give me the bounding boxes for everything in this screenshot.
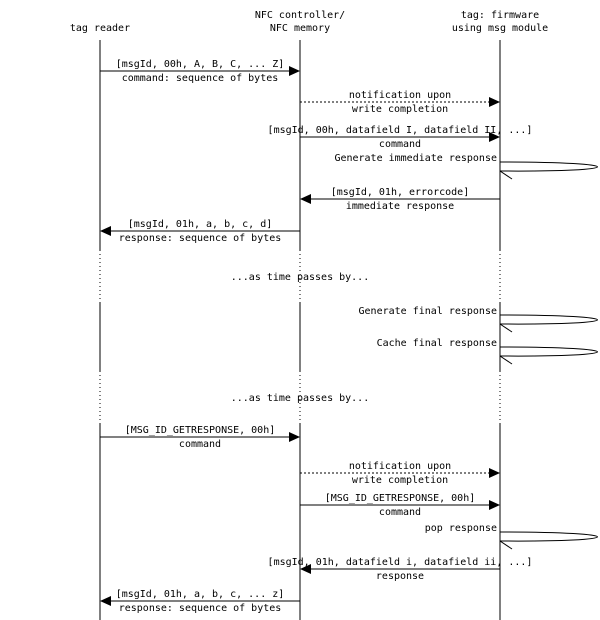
self-message-loop bbox=[499, 314, 598, 325]
self-message: Cache final response bbox=[377, 338, 598, 365]
arrowhead-icon bbox=[489, 97, 500, 107]
message-nfc-to-firmware: [msgId, 00h, datafield I, datafield II, … bbox=[268, 125, 533, 150]
message-label-above: notification upon bbox=[349, 90, 451, 101]
message-label-below: response bbox=[376, 571, 424, 582]
participant-firmware: tag: firmware using msg module bbox=[452, 10, 548, 34]
message-label-below: write completion bbox=[352, 475, 448, 486]
participants-group: tag reader NFC controller/NFC memory tag: … bbox=[70, 10, 548, 34]
self-message: Generate final response bbox=[359, 306, 598, 333]
message-firmware-to-nfc: [msgId, 01h, datafield i, datafield ii, … bbox=[268, 557, 533, 582]
message-nfc-to-reader: [msgId, 01h, a, b, c, ... z] response: se… bbox=[100, 589, 300, 614]
self-message-label: pop response bbox=[425, 523, 497, 534]
message-label-above: [msgId, 01h, errorcode] bbox=[331, 187, 469, 198]
self-message-loop bbox=[499, 161, 598, 172]
message-nfc-to-firmware: [MSG_ID_GETRESPONSE, 00h] command bbox=[300, 493, 500, 518]
self-message: Generate immediate response bbox=[334, 153, 598, 180]
self-message-arrow bbox=[499, 540, 513, 550]
time-divider-label: ...as time passes by... bbox=[231, 272, 369, 283]
arrowhead-icon bbox=[300, 194, 311, 204]
message-label-below: command bbox=[179, 439, 221, 450]
message-label-below: response: sequence of bytes bbox=[119, 233, 282, 244]
message-label-above: notification upon bbox=[349, 461, 451, 472]
message-firmware-to-nfc: [msgId, 01h, errorcode] immediate respons… bbox=[300, 187, 500, 212]
arrowhead-icon bbox=[489, 132, 500, 142]
message-label-above: [MSG_ID_GETRESPONSE, 00h] bbox=[125, 425, 276, 436]
time-divider: ...as time passes by... bbox=[231, 272, 369, 283]
arrowhead-icon bbox=[289, 432, 300, 442]
participant-reader: tag reader bbox=[70, 23, 130, 34]
participant-label: NFC memory bbox=[270, 23, 330, 34]
participant-label: tag: firmware bbox=[461, 10, 539, 21]
message-nfc-to-firmware: notification upon write completion bbox=[300, 90, 500, 115]
arrowhead-icon bbox=[300, 564, 311, 574]
self-message-loop bbox=[499, 346, 598, 357]
message-label-above: [msgId, 01h, a, b, c, ... z] bbox=[116, 589, 285, 600]
time-divider: ...as time passes by... bbox=[231, 393, 369, 404]
message-label-below: command: sequence of bytes bbox=[122, 73, 279, 84]
message-reader-to-nfc: [MSG_ID_GETRESPONSE, 00h] command bbox=[100, 425, 300, 450]
message-label-below: response: sequence of bytes bbox=[119, 603, 282, 614]
message-label-below: command bbox=[379, 507, 421, 518]
lifelines-group bbox=[99, 40, 501, 620]
self-message-loop bbox=[499, 531, 598, 542]
arrowhead-icon bbox=[289, 66, 300, 76]
participant-nfc: NFC controller/NFC memory bbox=[255, 10, 345, 34]
participant-label: using msg module bbox=[452, 23, 548, 34]
message-nfc-to-firmware: notification upon write completion bbox=[300, 461, 500, 486]
message-nfc-to-reader: [msgId, 01h, a, b, c, d] response: sequen… bbox=[100, 219, 300, 244]
arrowhead-icon bbox=[100, 226, 111, 236]
message-label-above: [msgId, 00h, A, B, C, ... Z] bbox=[116, 59, 285, 70]
self-message: pop response bbox=[425, 523, 598, 550]
participant-label: tag reader bbox=[70, 23, 130, 34]
message-label-above: [msgId, 01h, datafield i, datafield ii, … bbox=[268, 557, 533, 568]
self-message-label: Generate immediate response bbox=[334, 153, 497, 164]
self-message-arrow bbox=[499, 170, 513, 180]
self-message-arrow bbox=[499, 323, 513, 333]
participant-label: NFC controller/ bbox=[255, 10, 345, 21]
events-group: [msgId, 00h, A, B, C, ... Z] command: seq… bbox=[100, 59, 598, 614]
message-label-above: [msgId, 00h, datafield I, datafield II, … bbox=[268, 125, 533, 136]
message-label-below: immediate response bbox=[346, 201, 454, 212]
self-message-arrow bbox=[499, 355, 513, 365]
message-reader-to-nfc: [msgId, 00h, A, B, C, ... Z] command: seq… bbox=[100, 59, 300, 84]
message-label-above: [msgId, 01h, a, b, c, d] bbox=[128, 219, 273, 230]
arrowhead-icon bbox=[489, 500, 500, 510]
message-label-above: [MSG_ID_GETRESPONSE, 00h] bbox=[325, 493, 476, 504]
time-divider-label: ...as time passes by... bbox=[231, 393, 369, 404]
message-label-below: write completion bbox=[352, 104, 448, 115]
self-message-label: Cache final response bbox=[377, 338, 497, 349]
arrowhead-icon bbox=[489, 468, 500, 478]
arrowhead-icon bbox=[100, 596, 111, 606]
self-message-label: Generate final response bbox=[359, 306, 497, 317]
message-label-below: command bbox=[379, 139, 421, 150]
